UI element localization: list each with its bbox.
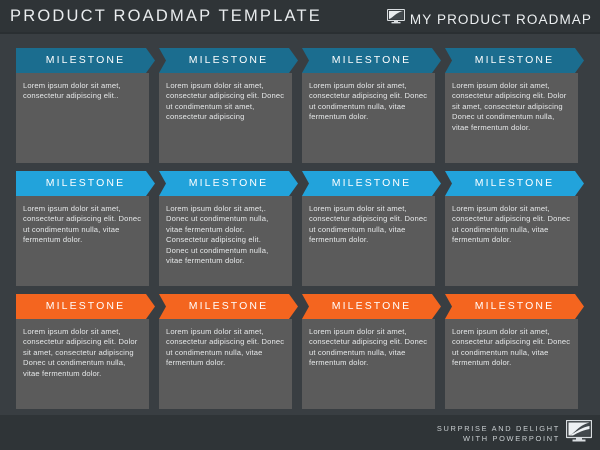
brand-label: MY PRODUCT ROADMAP <box>409 11 592 27</box>
milestone-title: MILESTONE <box>45 300 126 312</box>
milestone-title: MILESTONE <box>331 177 412 189</box>
milestone-card[interactable]: MILESTONE Lorem ipsum dolor sit amet, co… <box>445 294 584 409</box>
milestone-header[interactable]: MILESTONE <box>445 171 584 196</box>
roadmap-board: MILESTONE Lorem ipsum dolor sit amet, co… <box>0 40 600 415</box>
page-title: PRODUCT ROADMAP TEMPLATE <box>10 7 322 25</box>
milestone-body: Lorem ipsum dolor sit amet, consectetur … <box>302 196 435 286</box>
milestone-card[interactable]: MILESTONE Lorem ipsum dolor sit amet, co… <box>302 48 441 163</box>
footer-lockup: SURPRISE AND DELIGHT WITH POWERPOINT <box>437 419 593 447</box>
milestone-body: Lorem ipsum dolor sit amet, consectetur … <box>302 73 435 163</box>
milestone-title: MILESTONE <box>474 300 555 312</box>
milestone-body: Lorem ipsum dolor sit amet, consectetur … <box>16 73 149 163</box>
milestone-header[interactable]: MILESTONE <box>159 171 298 196</box>
milestone-header[interactable]: MILESTONE <box>159 294 298 319</box>
milestone-title: MILESTONE <box>474 177 555 189</box>
milestone-header[interactable]: MILESTONE <box>16 171 155 196</box>
milestone-body: Lorem ipsum dolor sit amet, consectetur … <box>302 319 435 409</box>
milestone-body: Lorem ipsum dolor sit amet, consectetur … <box>16 196 149 286</box>
milestone-body: Lorem ipsum dolor sit amet, consectetur … <box>445 319 578 409</box>
milestone-body: Lorem ipsum dolor sit amet, consectetur … <box>445 73 578 163</box>
milestone-title: MILESTONE <box>45 54 126 66</box>
milestone-card[interactable]: MILESTONE Lorem ipsum dolor sit amet, co… <box>302 171 441 286</box>
milestone-body: Lorem ipsum dolor sit amet, consectetur … <box>445 196 578 286</box>
milestone-card[interactable]: MILESTONE Lorem ipsum dolor sit amet, co… <box>159 294 298 409</box>
milestone-body: Lorem ipsum dolor sit amet, consectetur … <box>159 73 292 163</box>
milestone-card[interactable]: MILESTONE Lorem ipsum dolor sit amet, co… <box>159 48 298 163</box>
milestone-card[interactable]: MILESTONE Lorem ipsum dolor sit amet, co… <box>445 171 584 286</box>
milestone-title: MILESTONE <box>45 177 126 189</box>
milestone-card[interactable]: MILESTONE Lorem ipsum dolor sit amet, co… <box>302 294 441 409</box>
milestone-title: MILESTONE <box>188 300 269 312</box>
milestone-header[interactable]: MILESTONE <box>159 48 298 73</box>
app-footer-bar: SURPRISE AND DELIGHT WITH POWERPOINT <box>0 415 600 450</box>
milestone-card[interactable]: MILESTONE Lorem ipsum dolor sit amet, co… <box>16 294 155 409</box>
milestone-header[interactable]: MILESTONE <box>445 48 584 73</box>
monitor-icon <box>565 419 593 447</box>
footer-tagline-line2: WITH POWERPOINT <box>463 433 560 443</box>
milestone-body: Lorem ipsum dolor sit amet,. Donec ut co… <box>159 196 292 286</box>
roadmap-row-2: MILESTONE Lorem ipsum dolor sit amet, co… <box>16 171 586 286</box>
milestone-title: MILESTONE <box>331 300 412 312</box>
footer-tagline: SURPRISE AND DELIGHT WITH POWERPOINT <box>437 424 560 444</box>
roadmap-row-3: MILESTONE Lorem ipsum dolor sit amet, co… <box>16 294 586 409</box>
milestone-header[interactable]: MILESTONE <box>445 294 584 319</box>
milestone-title: MILESTONE <box>474 54 555 66</box>
milestone-card[interactable]: MILESTONE Lorem ipsum dolor sit amet, co… <box>16 171 155 286</box>
milestone-header[interactable]: MILESTONE <box>302 48 441 73</box>
milestone-header[interactable]: MILESTONE <box>302 294 441 319</box>
milestone-card[interactable]: MILESTONE Lorem ipsum dolor sit amet, co… <box>445 48 584 163</box>
monitor-icon <box>386 9 405 29</box>
roadmap-row-1: MILESTONE Lorem ipsum dolor sit amet, co… <box>16 48 586 163</box>
milestone-header[interactable]: MILESTONE <box>16 294 155 319</box>
milestone-title: MILESTONE <box>188 177 269 189</box>
footer-tagline-line1: SURPRISE AND DELIGHT <box>436 423 560 433</box>
milestone-body: Lorem ipsum dolor sit amet, consectetur … <box>159 319 292 409</box>
milestone-title: MILESTONE <box>188 54 269 66</box>
milestone-header[interactable]: MILESTONE <box>16 48 155 73</box>
milestone-card[interactable]: MILESTONE Lorem ipsum dolor sit amet,. D… <box>159 171 298 286</box>
milestone-card[interactable]: MILESTONE Lorem ipsum dolor sit amet, co… <box>16 48 155 163</box>
milestone-header[interactable]: MILESTONE <box>302 171 441 196</box>
milestone-title: MILESTONE <box>331 54 412 66</box>
app-header-bar: PRODUCT ROADMAP TEMPLATE MY PRODUCT ROAD… <box>0 0 600 34</box>
brand-lockup: MY PRODUCT ROADMAP <box>386 9 592 29</box>
milestone-body: Lorem ipsum dolor sit amet, consectetur … <box>16 319 149 409</box>
